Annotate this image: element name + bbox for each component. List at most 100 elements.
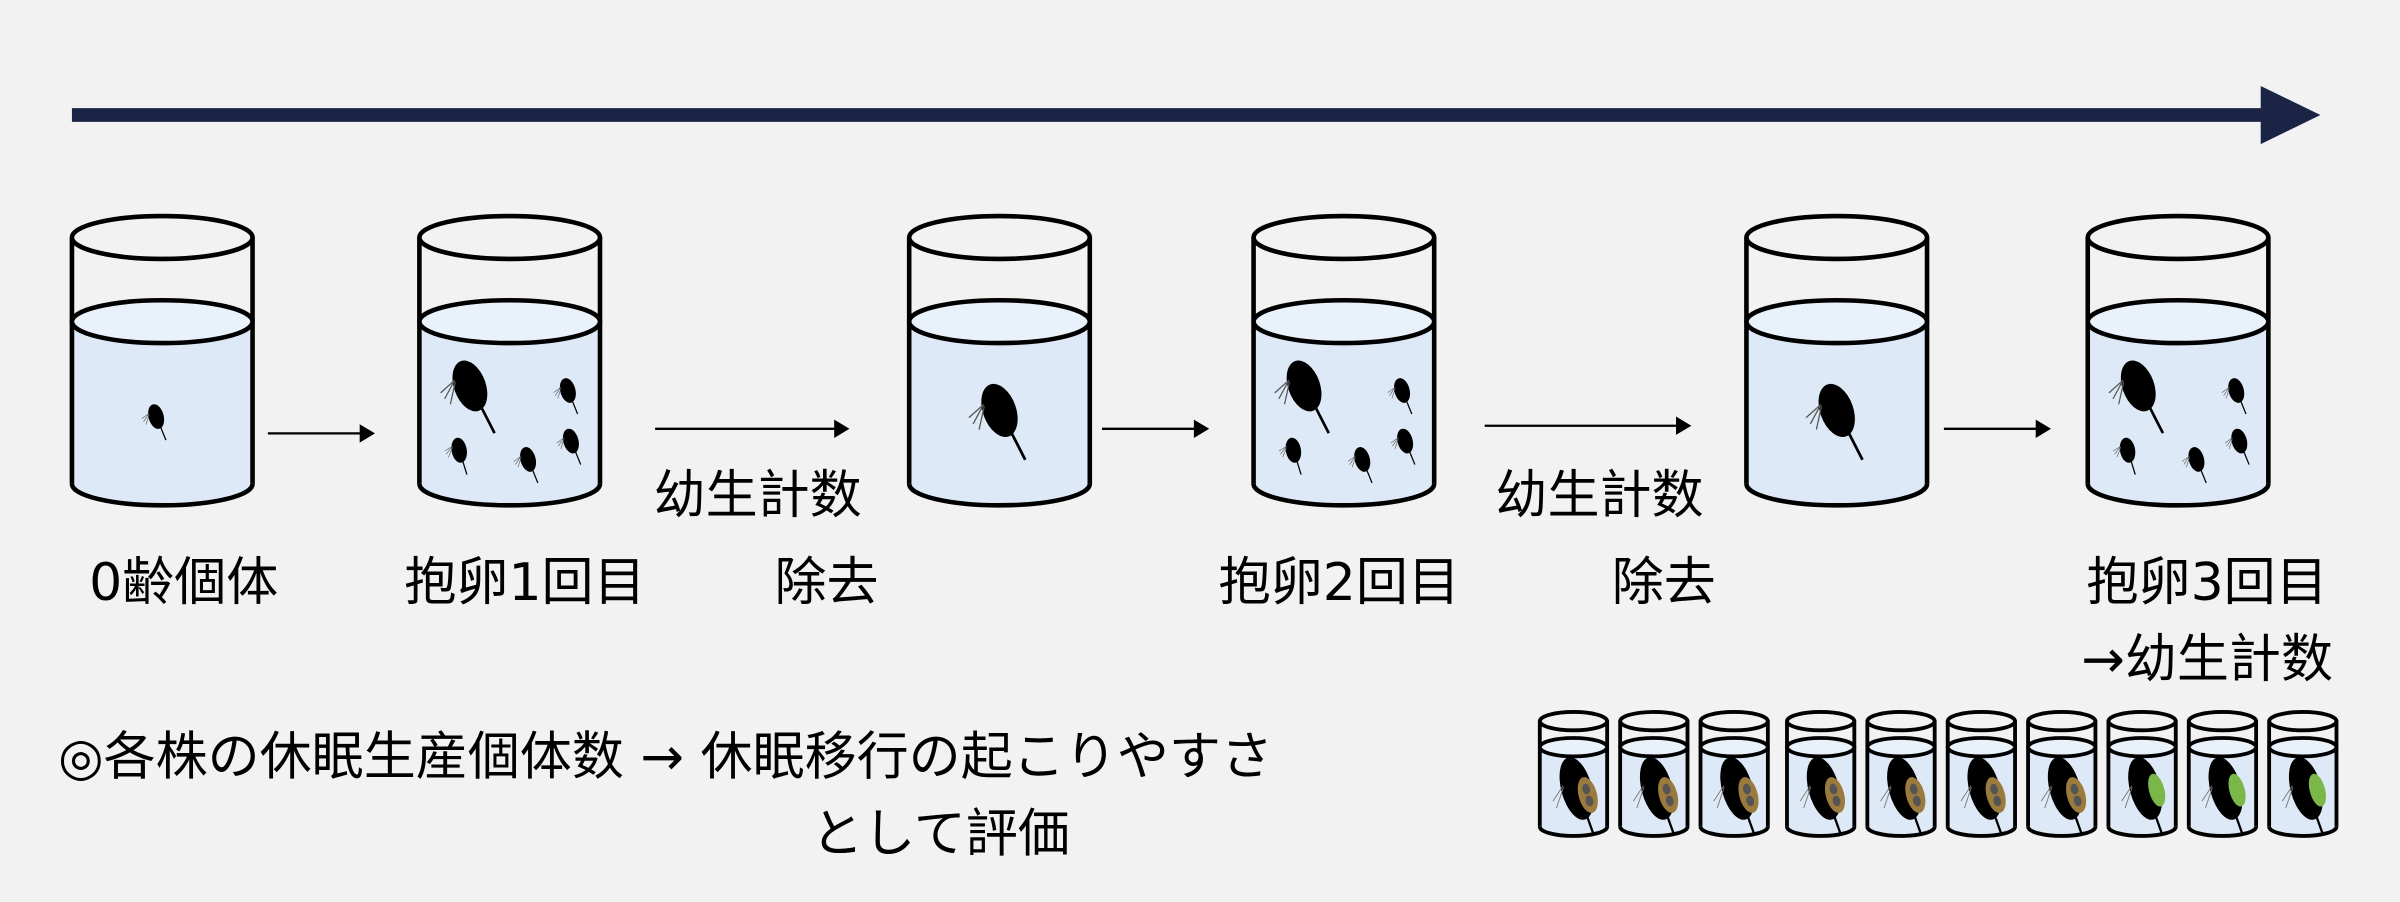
stage-label-3: 抱卵3回目: [2087, 553, 2328, 613]
step-label-count-2: 幼生計数: [1495, 466, 1703, 526]
tube-rim: [2267, 710, 2339, 733]
daphnia-icon: [1387, 378, 1413, 415]
stage-sublabel-3: →幼生計数: [2081, 630, 2333, 690]
daphnia-icon: [513, 447, 539, 484]
tube: [2186, 710, 2259, 838]
daphnia-icon: [2281, 757, 2326, 836]
daphnia-icon: [1347, 447, 1373, 484]
daphnia-icon: [444, 437, 468, 475]
water-surface: [1698, 736, 1770, 759]
tube: [1785, 710, 1857, 838]
daphnia-icon: [553, 378, 579, 415]
daphnia-icon: [2201, 757, 2246, 836]
beaker: [417, 213, 603, 508]
beaker-rim: [69, 213, 255, 262]
daphnia-icon: [1880, 757, 1926, 836]
beaker: [1251, 213, 1437, 508]
eggs-icon: [2228, 773, 2246, 807]
tube: [1537, 710, 1610, 838]
water-surface: [1785, 736, 1857, 759]
tube-rim: [2106, 710, 2178, 733]
water: [419, 321, 600, 506]
tube: [1618, 710, 1690, 838]
timeline-arrow: [71, 85, 2321, 145]
arrow-icon: [1102, 419, 1210, 438]
tube-rim: [2026, 710, 2098, 733]
water-surface: [2106, 736, 2178, 759]
daphnia-icon: [2221, 378, 2247, 415]
summary-line-2: として評価: [811, 804, 1070, 864]
daphnia-icon: [1278, 437, 1302, 475]
arrow-icon: [1943, 419, 2052, 438]
beaker-rim: [906, 213, 1093, 262]
tube: [2026, 710, 2098, 838]
daphnia-icon: [1799, 757, 1846, 836]
stage-label-1: 抱卵1回目: [404, 553, 645, 613]
daphnia-icon: [2113, 437, 2136, 475]
daphnia-icon: [2224, 428, 2250, 465]
water-surface: [2026, 736, 2098, 759]
beaker-rim: [2085, 213, 2271, 262]
water-surface: [2186, 736, 2259, 759]
daphnia-icon: [1274, 360, 1330, 434]
daphnia-icon: [1552, 757, 1598, 836]
stage-label-0: 0齢個体: [89, 553, 278, 613]
tube: [1945, 710, 2017, 838]
tube-rim: [1865, 710, 1937, 733]
daphnia-icon: [2040, 757, 2087, 836]
beaker-rim: [1251, 213, 1437, 262]
water-surface: [2267, 736, 2339, 759]
eggs-icon: [2308, 773, 2326, 807]
water: [1253, 321, 1435, 506]
tube: [2106, 710, 2178, 838]
beaker: [2085, 213, 2271, 508]
daphnia-icon: [141, 404, 167, 441]
step-label-remove-2: 除去: [1612, 553, 1716, 613]
arrow-icon: [1484, 416, 1692, 435]
step-label-count-1: 幼生計数: [654, 466, 862, 526]
daphnia-icon: [556, 428, 582, 465]
water: [2087, 321, 2269, 506]
tube-rim: [1698, 710, 1770, 733]
eggs-icon: [2148, 773, 2166, 807]
water-surface: [417, 297, 603, 346]
tube: [1698, 710, 1770, 838]
stage-label-2: 抱卵2回目: [1219, 553, 1460, 613]
tube-rim: [2186, 710, 2259, 733]
tube-rim: [1618, 710, 1690, 733]
daphnia-icon: [1632, 757, 1679, 836]
tube-rim: [1537, 710, 1610, 733]
water-surface: [69, 297, 255, 346]
step-arrows: [267, 416, 2052, 443]
beaker-rim: [1744, 213, 1930, 262]
arrow-icon: [655, 419, 850, 438]
daphnia-icon: [1960, 757, 2006, 836]
water-surface: [2085, 297, 2271, 346]
water-surface: [1945, 736, 2017, 759]
beaker-rim: [417, 213, 603, 262]
daphnia-icon: [968, 383, 1027, 461]
tube-row: [1537, 710, 2339, 838]
tube: [2267, 710, 2339, 838]
step-label-remove-1: 除去: [774, 553, 878, 613]
daphnia-icon: [1713, 757, 1759, 836]
daphnia-icon: [1390, 428, 1416, 465]
tube: [1865, 710, 1937, 838]
water-surface: [1865, 736, 1937, 759]
beakers: [69, 213, 2271, 508]
water-surface: [1744, 297, 1930, 346]
summary-line-1: ◎各株の休眠生産個体数 → 休眠移行の起こりやすさ: [58, 728, 1273, 788]
water-surface: [1537, 736, 1610, 759]
beaker: [69, 213, 255, 508]
daphnia-icon: [2121, 757, 2166, 836]
water-surface: [1618, 736, 1690, 759]
daphnia-icon: [1805, 383, 1864, 461]
daphnia-icon: [440, 360, 496, 434]
arrow-icon: [267, 424, 375, 443]
water-surface: [1251, 297, 1437, 346]
daphnia-icon: [2181, 447, 2207, 484]
beaker: [1744, 213, 1930, 508]
tube-rim: [1945, 710, 2017, 733]
water-surface: [906, 297, 1093, 346]
